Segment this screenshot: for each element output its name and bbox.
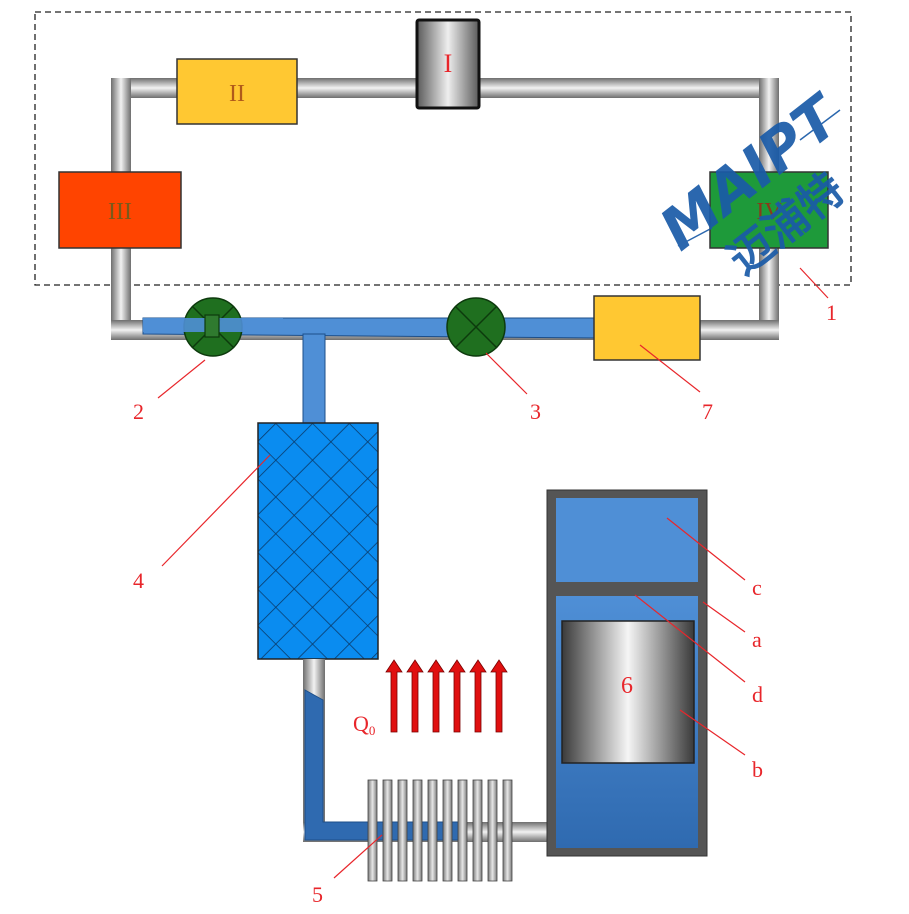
heat-arrow xyxy=(448,659,466,733)
heat-arrow xyxy=(469,659,487,733)
valve-2 xyxy=(143,297,283,357)
heat-arrow xyxy=(490,659,508,733)
heatsink-fin xyxy=(397,779,408,882)
callout-5: 5 xyxy=(312,882,323,907)
callout-2: 2 xyxy=(133,399,144,424)
heatsink-fin xyxy=(442,779,453,882)
heat-arrow xyxy=(406,659,424,733)
heat-flow-label: Q0 xyxy=(353,711,375,738)
component-iii-label: III xyxy=(108,199,132,225)
callout-b: b xyxy=(752,757,763,782)
callout-d: d xyxy=(752,682,763,707)
heatsink-fin xyxy=(487,779,498,882)
heatsink-fin xyxy=(427,779,438,882)
component-iii: III xyxy=(58,171,182,249)
heatsink-fin xyxy=(457,779,468,882)
heatsink-fin xyxy=(412,779,423,882)
callout-1: 1 xyxy=(826,300,837,325)
heatsink-fin xyxy=(472,779,483,882)
leader-lines xyxy=(157,267,829,879)
filter-mesh-4 xyxy=(257,422,379,660)
callout-7: 7 xyxy=(702,399,713,424)
heatsink-fin xyxy=(382,779,393,882)
valve-3 xyxy=(446,297,506,357)
component-ii-label: II xyxy=(229,81,245,107)
dashed-enclosure xyxy=(34,11,852,286)
heatsink-fin xyxy=(502,779,513,882)
maipt-logo-watermark: MAIPT 迈浦特 xyxy=(647,80,855,285)
heatsink-5 xyxy=(367,779,513,882)
heatsink-fin xyxy=(367,779,378,882)
component-iv: IV xyxy=(709,171,829,249)
heat-flow-arrows xyxy=(385,659,508,733)
component-i: I xyxy=(415,18,481,110)
callout-labels: 1 2 3 7 4 5 c a d b xyxy=(133,300,837,907)
component-6-label: 6 xyxy=(621,673,633,699)
cylinder-assembly: 6 xyxy=(546,489,708,857)
component-7 xyxy=(593,295,701,361)
callout-c: c xyxy=(752,575,762,600)
heat-arrow xyxy=(385,659,403,733)
heat-arrow xyxy=(427,659,445,733)
component-i-label: I xyxy=(444,49,453,78)
callout-4: 4 xyxy=(133,568,144,593)
callout-3: 3 xyxy=(530,399,541,424)
callout-a: a xyxy=(752,627,762,652)
component-iv-label: IV xyxy=(756,199,782,225)
component-ii: II xyxy=(176,58,298,125)
